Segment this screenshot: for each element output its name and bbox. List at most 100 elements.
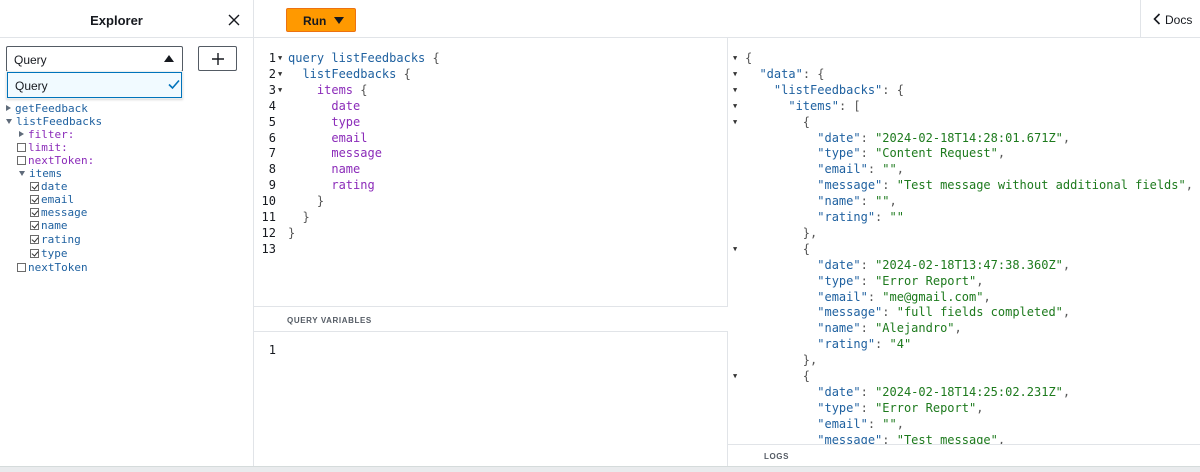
result-token: "date" (817, 257, 861, 272)
result-token: : { (882, 82, 904, 97)
code-token: listFeedbacks (288, 66, 397, 81)
fold-arrow-icon[interactable]: ▼ (278, 85, 283, 94)
query-variables-header[interactable]: QUERY VARIABLES (254, 306, 728, 332)
result-line: "name": "Alejandro", (745, 320, 962, 336)
tree-item-getfeedback[interactable]: getFeedback (6, 102, 88, 115)
checkbox-email[interactable] (30, 195, 39, 204)
result-token (745, 99, 788, 113)
fold-arrow-icon[interactable]: ▼ (278, 69, 283, 78)
result-token: : (860, 384, 876, 399)
tree-item-limit[interactable]: limit: (17, 141, 68, 154)
operation-type-select[interactable]: Query (6, 46, 183, 72)
query-variables-editor[interactable]: 1 (254, 332, 728, 466)
run-button[interactable]: Run (286, 8, 356, 32)
result-line: "listFeedbacks": { (745, 82, 904, 98)
checkbox-limit[interactable] (17, 143, 26, 152)
tree-item-email[interactable]: email (30, 193, 74, 206)
fold-arrow-icon[interactable]: ▼ (733, 69, 738, 78)
tree-item-filter[interactable]: filter: (19, 128, 74, 141)
result-line: "date": "2024-02-18T13:47:38.360Z", (745, 257, 1070, 273)
tree-item-name[interactable]: name (30, 219, 68, 232)
tree-item-nexttoken-field[interactable]: nextToken (17, 261, 88, 274)
result-viewer[interactable]: ▼{▼ "data": {▼ "listFeedbacks": {▼ "item… (728, 38, 1200, 444)
checkbox-type[interactable] (30, 249, 39, 258)
tree-item-rating[interactable]: rating (30, 233, 81, 246)
code-token: query (288, 51, 332, 65)
result-token (745, 337, 817, 351)
result-token (745, 83, 774, 97)
checkbox-nexttoken-arg[interactable] (17, 156, 26, 165)
result-token: "message" (817, 305, 883, 320)
result-line: "data": { (745, 66, 824, 82)
query-gutter (254, 38, 285, 306)
result-token: , (1062, 257, 1071, 272)
result-token: "Alejandro" (875, 321, 955, 336)
fold-arrow-icon[interactable]: ▼ (733, 101, 738, 110)
result-token: : (875, 210, 890, 224)
result-token (745, 290, 817, 304)
result-token: "data" (759, 66, 803, 81)
result-token: { (745, 51, 753, 65)
tree-item-date[interactable]: date (30, 180, 68, 193)
result-token: "date" (817, 384, 861, 399)
result-line: "name": "", (745, 193, 897, 209)
fold-arrow-icon[interactable]: ▼ (733, 54, 738, 62)
result-token: "full fields completed" (896, 305, 1063, 320)
result-token: "message" (817, 178, 883, 193)
checkbox-name[interactable] (30, 221, 39, 230)
result-token (745, 194, 817, 208)
tree-item-type[interactable]: type (30, 247, 68, 260)
code-token: items (288, 82, 354, 97)
operation-type-dropdown: Query (6, 71, 183, 99)
logs-bar[interactable]: LOGS (728, 444, 1200, 466)
line-number: 8 (268, 162, 276, 177)
window-bottom-edge (0, 466, 1200, 472)
result-line: "date": "2024-02-18T14:25:02.231Z", (745, 384, 1070, 400)
fold-arrow-icon[interactable]: ▼ (733, 117, 738, 126)
tree-item-nexttoken-arg[interactable]: nextToken: (17, 154, 94, 167)
collapse-arrow-icon (19, 171, 25, 176)
result-token: , (997, 146, 1006, 161)
result-line: "message": "Test message without additio… (745, 177, 1193, 193)
result-token: "" (889, 210, 904, 224)
result-token: }, (745, 225, 818, 240)
result-token: { (745, 369, 811, 383)
result-token: "4" (889, 337, 912, 352)
code-token: { (425, 51, 440, 65)
result-token: , (1062, 305, 1071, 320)
fold-arrow-icon[interactable]: ▼ (733, 372, 738, 380)
result-line: { (745, 241, 810, 257)
result-token: : (860, 400, 876, 415)
result-line: { (745, 50, 752, 66)
code-line: } (288, 209, 309, 225)
tree-item-listfeedbacks[interactable]: listFeedbacks (6, 115, 102, 128)
fold-arrow-icon[interactable]: ▼ (278, 54, 283, 62)
checkbox-message[interactable] (30, 208, 39, 217)
line-number: 13 (261, 241, 276, 256)
close-explorer-button[interactable] (224, 10, 244, 30)
result-token: , (997, 432, 1006, 444)
query-editor[interactable]: 1▼query listFeedbacks {2▼ listFeedbacks … (254, 38, 728, 306)
checkbox-date[interactable] (30, 182, 39, 191)
code-line: type (288, 114, 360, 130)
tree-item-items[interactable]: items (19, 167, 62, 180)
docs-button[interactable]: Docs (1140, 0, 1200, 38)
tree-item-message[interactable]: message (30, 206, 87, 219)
checkbox-rating[interactable] (30, 235, 39, 244)
code-line: } (288, 193, 324, 209)
result-token: , (896, 416, 904, 431)
add-operation-button[interactable] (198, 46, 237, 71)
code-token: } (288, 225, 296, 240)
result-token (745, 162, 817, 176)
result-token: : (860, 194, 876, 209)
code-token: date (288, 98, 361, 113)
fold-arrow-icon[interactable]: ▼ (733, 244, 738, 253)
checkbox-nexttoken-field[interactable] (17, 263, 26, 272)
code-line: rating (288, 177, 374, 193)
result-token: : (860, 146, 876, 161)
operation-option-query[interactable]: Query (7, 72, 182, 98)
fold-arrow-icon[interactable]: ▼ (733, 85, 738, 94)
result-token (745, 433, 817, 444)
result-token (745, 131, 817, 145)
line-number: 9 (268, 178, 276, 193)
